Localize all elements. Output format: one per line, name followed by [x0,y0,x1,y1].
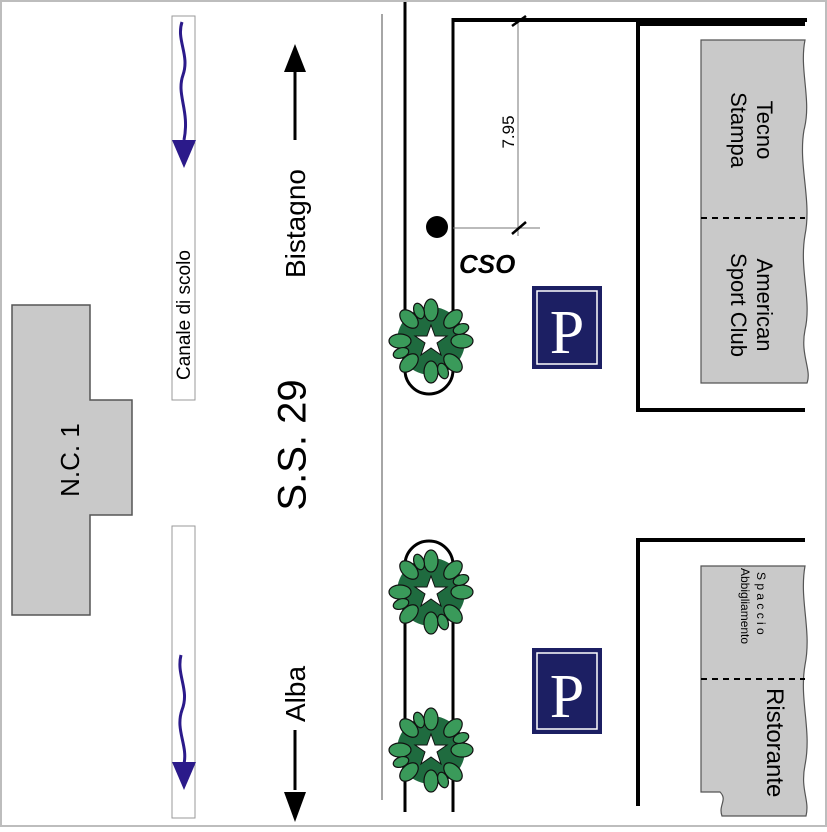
cso-label: CSO [459,249,515,279]
channel-lower [171,525,196,819]
direction-bistagno: Bistagno [280,169,311,278]
median-end-upper [403,338,455,396]
parking-label: P [550,299,584,367]
building-spaccio-line1: S p a c c i o [754,572,768,635]
arrow-down-icon [172,762,196,790]
building-american-line2: Sport Club [726,253,751,357]
road-name: S.S. 29 [271,379,315,510]
building-lower [700,565,808,817]
building-nc1 [11,304,133,616]
block-lower-outline [636,538,805,806]
dimension-tick-top [511,14,527,28]
channel-label: Canale di scolo [174,250,195,380]
arrow-up-icon [284,44,306,72]
building-ristorante: Ristorante [761,688,788,797]
tree-icon [388,707,474,793]
direction-alba: Alba [280,666,311,722]
block-upper-outline [636,22,805,412]
dimension-tick-bottom [511,221,527,235]
parking-label: P [550,663,584,731]
cso-marker [426,216,448,238]
tree-icon [388,549,474,635]
tree-icon [388,298,474,384]
arrow-down-icon [284,792,306,822]
cso-distance: 7.95 [499,115,518,148]
building-upper [700,39,809,384]
arrow-down-icon [172,140,196,168]
channel-upper [171,15,196,401]
building-tecno-line1: Tecno [752,101,777,160]
building-spaccio-line2: Abbigliamento [738,568,752,644]
building-nc1-label: N.C. 1 [55,423,85,497]
channel-flow-lower [178,654,187,765]
building-american-line1: American [752,259,777,352]
parking-sign-upper: P [532,286,602,369]
parking-sign-lower: P [532,648,602,734]
channel-flow-upper [179,21,187,141]
building-tecno-line2: Stampa [726,92,751,169]
